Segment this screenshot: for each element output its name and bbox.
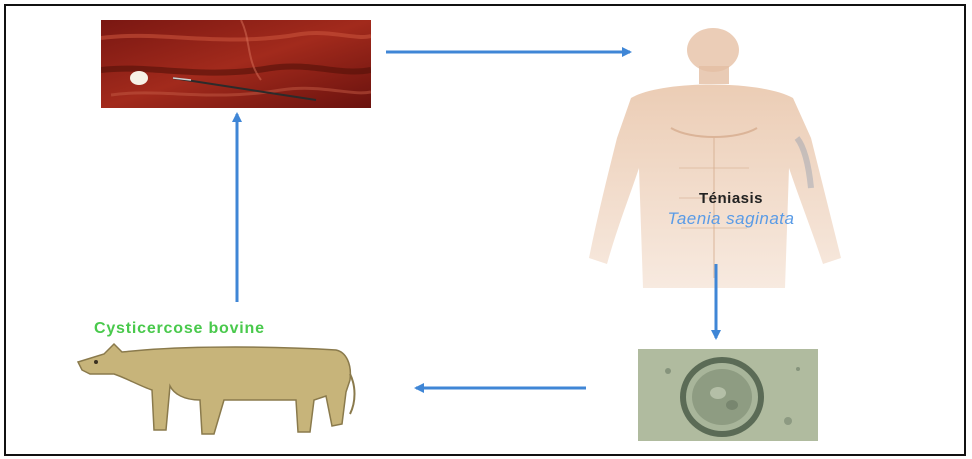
cycle-arrows — [6, 6, 968, 458]
diagram-frame: Téniasis Taenia saginata Cysticercose bo… — [4, 4, 966, 456]
